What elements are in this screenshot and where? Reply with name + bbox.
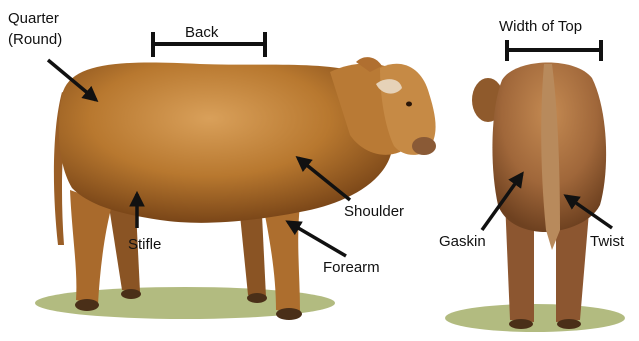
back-label: Back: [185, 24, 218, 41]
width-of-top-label: Width of Top: [499, 18, 582, 35]
front-leg-far: [240, 215, 266, 297]
shoulder-label: Shoulder: [344, 203, 404, 220]
steer-side-view: [35, 57, 436, 320]
stifle-label: Stifle: [128, 236, 161, 253]
hoof: [509, 319, 533, 329]
quarter-label: Quarter (Round): [8, 10, 62, 48]
hoof: [557, 319, 581, 329]
gaskin-label: Gaskin: [439, 233, 486, 250]
eye: [406, 102, 412, 107]
twist-label: Twist: [590, 233, 624, 250]
quarter-label-line1: Quarter: [8, 10, 62, 27]
quarter-label-line2: (Round): [8, 31, 62, 48]
forearm-label: Forearm: [323, 259, 380, 276]
hoof: [276, 308, 302, 320]
steer-rear-view: [445, 62, 625, 332]
ground-grass-right: [445, 304, 625, 332]
muzzle: [412, 137, 436, 155]
hoof: [121, 289, 141, 299]
hoof: [75, 299, 99, 311]
width-of-top-bracket: [507, 40, 601, 61]
hoof: [247, 293, 267, 303]
